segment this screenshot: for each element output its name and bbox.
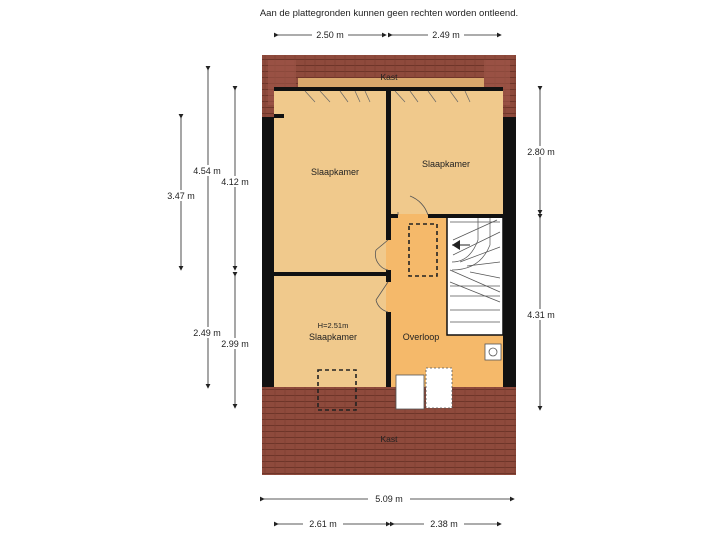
door-swing-bedroom1 <box>375 239 389 271</box>
dim-right-lower: 4.31 m <box>527 310 555 320</box>
overloop-label: Overloop <box>403 332 440 342</box>
attic-hatch <box>408 223 438 277</box>
kast-top-label: Kast <box>380 72 398 82</box>
stairs <box>449 218 501 323</box>
slaapkamer-2-label: Slaapkamer <box>422 159 470 169</box>
dim-left-outer-upper: 3.47 m <box>167 191 195 201</box>
dim-top-left: 2.50 m <box>316 30 344 40</box>
kast-bottom-label: Kast <box>380 434 398 444</box>
stairwell <box>447 217 503 335</box>
slaapkamer-3-floor <box>274 276 388 387</box>
door-opening-2 <box>398 214 428 218</box>
dryer-box <box>425 367 453 409</box>
dim-bg-6 <box>522 146 560 157</box>
wall-bedroom1-3 <box>274 272 388 276</box>
dim-bg-4 <box>303 518 343 529</box>
dim-bg-1 <box>312 29 348 40</box>
door-opening-3 <box>386 282 391 312</box>
boiler-icon <box>484 343 502 361</box>
slaapkamer-3-label: Slaapkamer <box>309 332 357 342</box>
door-swing-bedroom3 <box>375 281 389 313</box>
washing-machine-box <box>395 374 425 410</box>
slaapkamer-2-floor <box>391 90 503 214</box>
wall-top-left-corner <box>274 114 284 118</box>
wall-top <box>274 87 503 91</box>
disclaimer-text: Aan de plattegronden kunnen geen rechten… <box>260 8 518 19</box>
dim-left-outer-lower: 2.49 m <box>193 328 221 338</box>
dim-bg-8 <box>162 190 200 201</box>
dim-left-inner-upper: 4.12 m <box>221 177 249 187</box>
roof-window-hatch <box>317 369 357 411</box>
door-swing-bedroom2 <box>397 195 429 216</box>
dim-bg-2 <box>428 29 464 40</box>
wall-center <box>386 90 391 387</box>
dim-bg-9 <box>188 165 226 176</box>
dim-left-mid: 4.54 m <box>193 166 221 176</box>
dim-bottom-right: 2.38 m <box>430 519 458 529</box>
dim-bottom-left: 2.61 m <box>309 519 337 529</box>
roof-bottom <box>262 385 516 475</box>
slaapkamer-1-label: Slaapkamer <box>311 167 359 177</box>
dim-left-inner-lower: 2.99 m <box>221 339 249 349</box>
wall-bedroom2-hall <box>391 214 503 218</box>
boiler-icon-circle <box>488 347 498 357</box>
dim-bg-5 <box>424 518 464 529</box>
dim-bg-12 <box>216 338 254 349</box>
overloop-floor <box>391 217 447 387</box>
door-opening-1 <box>386 240 391 270</box>
wardrobe-doors <box>304 90 471 103</box>
dim-bg-10 <box>216 176 254 187</box>
dim-top-right: 2.49 m <box>432 30 460 40</box>
dim-right-upper: 2.80 m <box>527 147 555 157</box>
slaapkamer-3-height: H=2.51m <box>318 321 349 330</box>
wall-left <box>262 117 274 387</box>
dim-bottom-total: 5.09 m <box>375 494 403 504</box>
dim-bg-11 <box>188 327 226 338</box>
wall-right <box>503 117 516 387</box>
stair-arrow-head <box>452 240 460 250</box>
dim-bg-7 <box>522 309 560 320</box>
overloop-floor-ext <box>447 335 503 387</box>
slaapkamer-1-floor <box>274 90 388 273</box>
dim-bg-3 <box>368 493 410 504</box>
